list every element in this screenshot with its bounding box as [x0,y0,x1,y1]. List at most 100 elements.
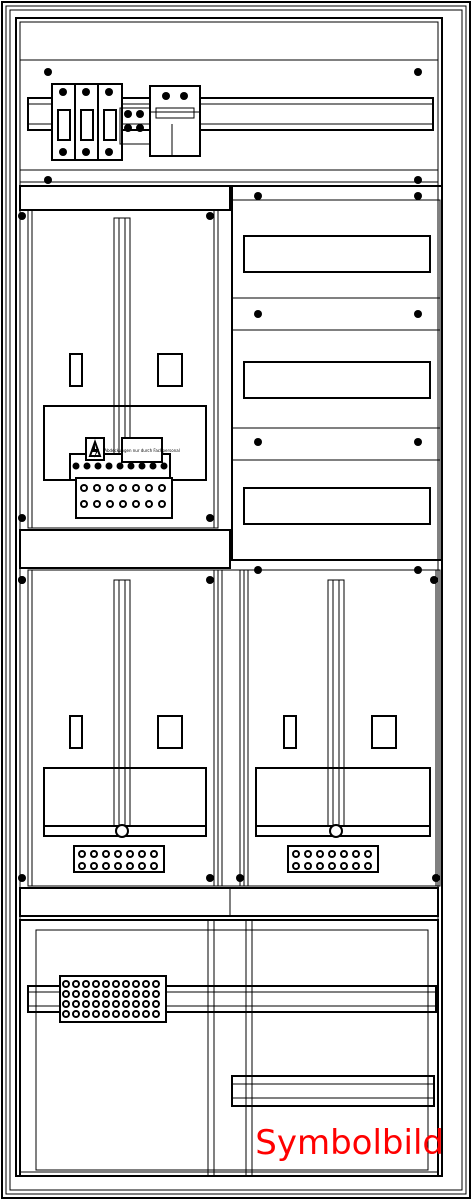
contact-dot [59,88,67,96]
warning-label: Abdeckungen nur durch Fachpersonal [86,438,180,462]
screw-icon [414,192,422,200]
terminal-hole [93,981,99,987]
contact-dot [136,124,144,132]
screw-icon [206,212,214,220]
terminal-hole [103,863,109,869]
breaker-panel-upper-right [232,186,442,560]
terminal-hole [305,851,311,857]
terminal-hole [341,863,347,869]
terminal-hole [305,863,311,869]
terminal-hole [151,851,157,857]
terminal-hole [317,863,323,869]
terminal-hole [103,1011,109,1017]
contact-dot [105,462,113,470]
terminal-hole [79,851,85,857]
contact-dot [124,124,132,132]
meter-compartment-upper-left [20,186,230,528]
surge-protector-module [150,86,200,156]
terminal-hole [139,851,145,857]
screw-icon [254,438,262,446]
screw-icon [414,438,422,446]
terminal-hole [79,863,85,869]
terminal-hole [120,485,126,491]
screw-icon [206,514,214,522]
screw-layer [18,68,440,882]
terminal-hole [63,1001,69,1007]
terminal-hole [73,991,79,997]
screw-icon [18,874,26,882]
terminal-hole [115,863,121,869]
terminal-hole [143,1011,149,1017]
terminal-hole [81,501,87,507]
contact-dot [127,462,135,470]
screw-icon [18,212,26,220]
terminal-hole [341,851,347,857]
terminal-hole [113,981,119,987]
terminal-hole [83,981,89,987]
terminal-hole [81,485,87,491]
warning-label-text: Abdeckungen nur durch Fachpersonal [104,448,180,453]
terminal-hole [146,485,152,491]
screw-icon [254,192,262,200]
screw-icon [206,576,214,584]
terminal-hole [103,981,109,987]
contact-dot [162,92,170,100]
meter-compartment-lower-left [28,570,218,886]
terminal-hole [93,1001,99,1007]
terminal-hole [123,1011,129,1017]
terminal-hole [153,1001,159,1007]
terminal-hole [120,501,126,507]
terminal-hole [353,863,359,869]
terminal-hole [127,851,133,857]
terminal-hole [133,981,139,987]
terminal-hole [133,991,139,997]
terminal-hole [153,991,159,997]
screw-icon [414,68,422,76]
screw-icon [430,576,438,584]
terminal-hole [113,1001,119,1007]
contact-dot [94,462,102,470]
terminal-holes [59,88,371,1017]
contact-dot [160,462,168,470]
terminal-hole [133,485,139,491]
terminal-hole [91,863,97,869]
terminal-hole [153,981,159,987]
middle-band [20,530,440,568]
terminal-hole [159,501,165,507]
terminal-hole [91,851,97,857]
terminal-hole [317,851,323,857]
terminal-hole [113,991,119,997]
screw-icon [236,874,244,882]
terminal-hole [133,1011,139,1017]
terminal-hole [73,1001,79,1007]
screw-icon [414,310,422,318]
terminal-hole [143,981,149,987]
contact-dot [82,148,90,156]
terminal-hole [293,863,299,869]
terminal-hole [103,991,109,997]
screw-icon [18,576,26,584]
terminal-hole [133,501,139,507]
terminal-hole [153,1011,159,1017]
screw-icon [44,68,52,76]
contact-dot [82,88,90,96]
contact-dot [116,462,124,470]
main-fuse-switch [52,84,150,160]
terminal-hole [133,1001,139,1007]
contact-dot [72,462,80,470]
terminal-hole [107,501,113,507]
contact-dot [138,462,146,470]
terminal-hole [365,851,371,857]
terminal-hole [293,851,299,857]
terminal-hole [115,851,121,857]
terminal-hole [151,863,157,869]
terminal-hole [63,991,69,997]
terminal-hole [94,485,100,491]
terminal-hole [146,501,152,507]
screw-icon [44,176,52,184]
terminal-hole [365,863,371,869]
contact-dot [105,88,113,96]
terminal-hole [329,863,335,869]
terminal-hole [123,981,129,987]
terminal-hole [103,1001,109,1007]
